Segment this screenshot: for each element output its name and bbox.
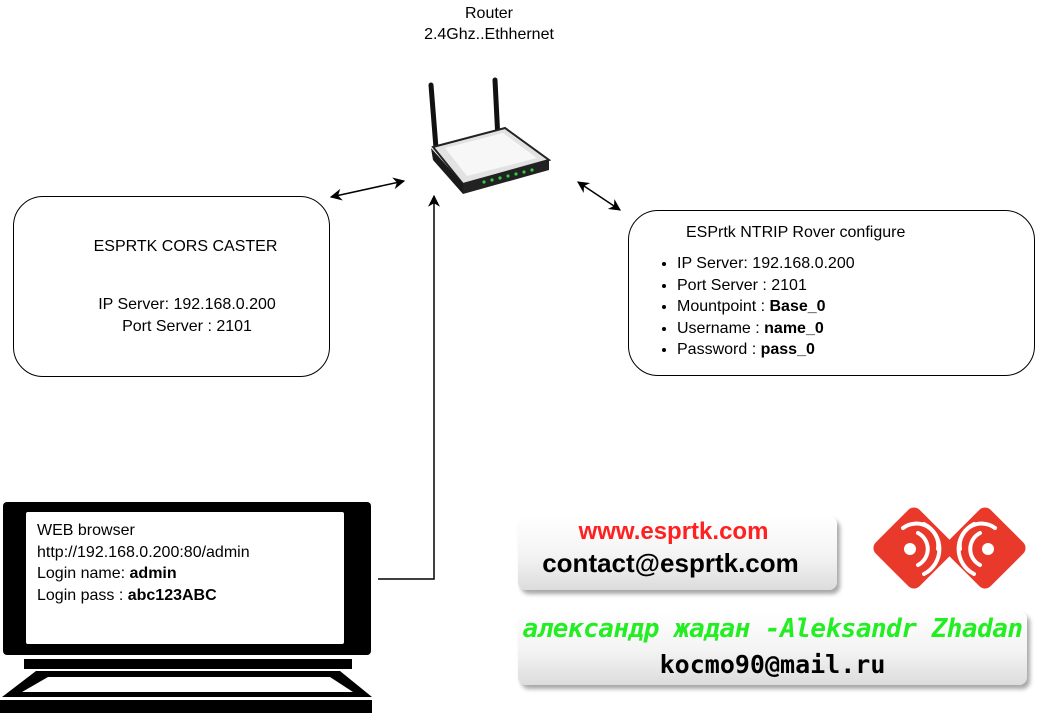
router-icon	[428, 77, 552, 194]
rover-item-username: Username : name_0	[677, 318, 855, 340]
router-label: Router 2.4Ghz..Ethhernet	[389, 3, 589, 45]
caster-box	[13, 196, 330, 377]
contact-card	[518, 516, 837, 590]
rover-config-list: IP Server: 192.168.0.200 Port Server : 2…	[652, 253, 855, 361]
caster-port-server: Port Server : 2101	[122, 318, 252, 335]
website-link[interactable]: www.esprtk.com	[578, 518, 769, 545]
router-subtitle: 2.4Ghz..Ethhernet	[424, 26, 554, 43]
author-email-link[interactable]: kocmo90@mail.ru	[659, 650, 886, 679]
rover-item-mountpoint: Mountpoint : Base_0	[677, 296, 855, 318]
pc-admin-url: http://192.168.0.200:80/admin	[37, 543, 250, 561]
rover-title: ESPrtk NTRIP Rover configure	[686, 224, 906, 241]
pc-browser-label: WEB browser	[37, 522, 135, 539]
rover-router-arrow	[577, 181, 621, 211]
caster-ip-server: IP Server: 192.168.0.200	[98, 296, 276, 313]
pc-login-name: Login name: admin	[37, 565, 177, 582]
rover-box	[628, 210, 1035, 376]
rover-item-password: Password : pass_0	[677, 339, 855, 361]
contact-email-link[interactable]: contact@esprtk.com	[542, 548, 799, 578]
computer-monitor-icon	[0, 502, 372, 713]
rover-item-port: Port Server : 2101	[677, 275, 855, 297]
author-card	[518, 611, 1027, 685]
router-title: Router	[464, 5, 514, 22]
author-name: александр жадан -Aleksandr Zhadan	[522, 614, 1023, 644]
pc-screen-text: WEB browser http://192.168.0.200:80/admi…	[37, 520, 250, 606]
espressif-logo-icon	[873, 507, 1026, 589]
caster-title: ESPRTK CORS CASTER	[93, 238, 278, 255]
pc-router-arrow	[378, 194, 440, 580]
caster-router-arrow	[329, 177, 406, 201]
pc-login-pass: Login pass : abc123ABC	[37, 586, 217, 604]
rover-item-ip: IP Server: 192.168.0.200	[677, 253, 855, 275]
